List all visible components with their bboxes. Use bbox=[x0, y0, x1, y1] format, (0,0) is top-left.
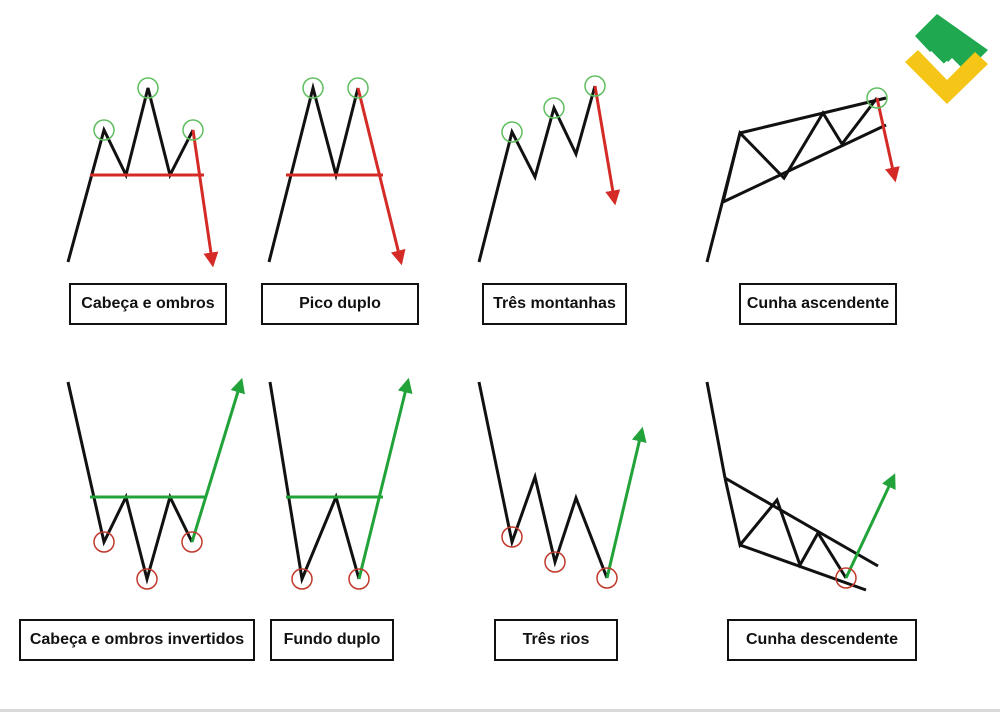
breakdown-arrow bbox=[875, 97, 900, 183]
logo-green-stem bbox=[928, 28, 964, 64]
peak-marker bbox=[347, 77, 369, 99]
trough-marker bbox=[544, 551, 566, 573]
pattern-falling-wedge bbox=[705, 381, 896, 592]
trough-marker bbox=[181, 531, 203, 553]
label-falling-wedge: Cunha descendente bbox=[727, 619, 917, 661]
label-double-top: Pico duplo bbox=[261, 283, 419, 325]
price-zigzag bbox=[723, 477, 848, 579]
brand-logo-icon bbox=[905, 14, 988, 104]
pattern-head-shoulders bbox=[66, 77, 219, 268]
peak-marker bbox=[302, 77, 324, 99]
trough-marker bbox=[835, 567, 857, 589]
label-head-shoulders: Cabeça e ombros bbox=[69, 283, 227, 325]
price-line bbox=[268, 381, 361, 585]
pattern-triple-bottom bbox=[477, 381, 647, 589]
peak-marker bbox=[866, 87, 888, 109]
wedge-upper-line bbox=[739, 96, 887, 135]
pattern-rising-wedge bbox=[705, 87, 900, 263]
label-triple-bottom: Três rios bbox=[494, 619, 618, 661]
peak-marker bbox=[543, 97, 565, 119]
price-line bbox=[66, 87, 195, 263]
breakout-arrow bbox=[605, 426, 647, 579]
trough-marker bbox=[291, 568, 313, 590]
trough-marker bbox=[348, 568, 370, 590]
breakout-arrow bbox=[190, 377, 245, 543]
price-line bbox=[477, 381, 609, 579]
trough-marker bbox=[501, 526, 523, 548]
label-double-bottom: Fundo duplo bbox=[270, 619, 394, 661]
bottom-divider bbox=[0, 709, 1000, 712]
peak-marker bbox=[501, 121, 523, 143]
wedge-upper-line bbox=[724, 476, 879, 568]
wedge-lower-line bbox=[739, 543, 867, 592]
price-zigzag bbox=[721, 97, 879, 203]
trough-marker bbox=[596, 567, 618, 589]
wedge-lower-line bbox=[722, 123, 887, 204]
peak-marker bbox=[93, 119, 115, 141]
breakdown-arrow bbox=[593, 85, 621, 206]
pattern-double-bottom bbox=[268, 377, 413, 590]
peak-marker bbox=[182, 119, 204, 141]
logo-yellow-mark bbox=[905, 50, 988, 104]
breakout-arrow bbox=[357, 377, 413, 580]
price-line bbox=[66, 381, 194, 585]
entry-line bbox=[705, 381, 727, 479]
label-inverse-head-shoulders: Cabeça e ombros invertidos bbox=[19, 619, 255, 661]
label-rising-wedge: Cunha ascendente bbox=[739, 283, 897, 325]
breakout-arrow bbox=[844, 473, 896, 579]
breakdown-arrow bbox=[191, 129, 219, 268]
trough-marker bbox=[136, 568, 158, 590]
pattern-triple-top bbox=[477, 75, 621, 263]
label-triple-top: Três montanhas bbox=[482, 283, 627, 325]
breakdown-arrow bbox=[356, 87, 406, 266]
peak-marker bbox=[137, 77, 159, 99]
price-line bbox=[477, 85, 597, 263]
trough-marker bbox=[93, 531, 115, 553]
peak-marker bbox=[584, 75, 606, 97]
pattern-inverse-head-shoulders bbox=[66, 377, 245, 590]
pattern-double-top bbox=[267, 77, 406, 266]
